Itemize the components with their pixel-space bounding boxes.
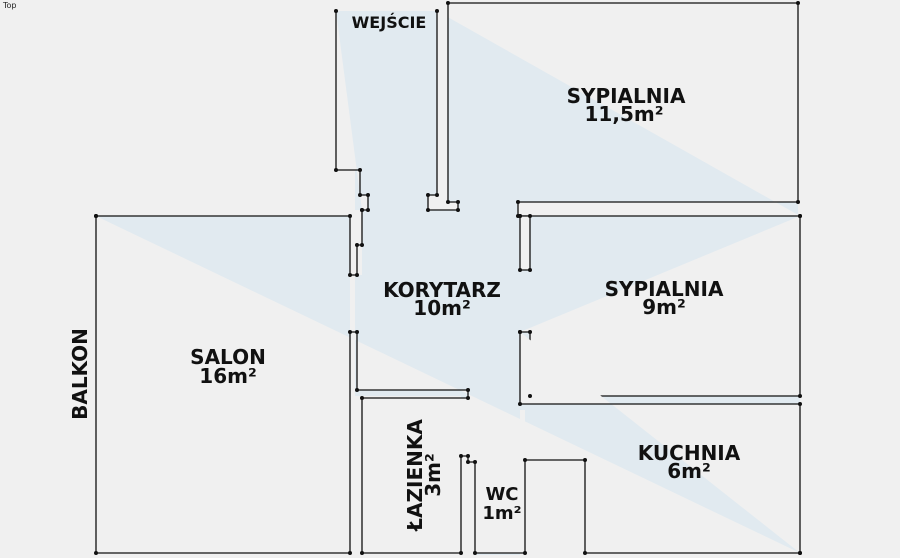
wall-vertex [456, 208, 460, 212]
wall-vertex [348, 273, 352, 277]
wall-vertex [355, 388, 359, 392]
wall-vertex [456, 200, 460, 204]
wall-vertex [523, 551, 527, 555]
wall-vertex [583, 551, 587, 555]
wall-vertex [426, 193, 430, 197]
label-korytarz: KORYTARZ [383, 278, 501, 302]
wall-vertex [473, 460, 477, 464]
room-korytarz[interactable] [336, 11, 800, 555]
wall-vertex [435, 9, 439, 13]
wall-vertex [446, 200, 450, 204]
area-kuchnia: 6m² [667, 459, 711, 483]
label-balkon: BALKON [68, 328, 92, 420]
wall-vertex [355, 243, 359, 247]
wall-vertex [348, 214, 352, 218]
area-sypialnia-1: 11,5m² [585, 102, 664, 126]
wall-vertex [583, 458, 587, 462]
label-salon: SALON [190, 345, 266, 369]
wall-vertex [518, 214, 522, 218]
label-kuchnia: KUCHNIA [638, 441, 741, 465]
area-salon: 16m² [199, 364, 256, 388]
wall-vertex [466, 454, 470, 458]
wall-vertex [528, 394, 532, 398]
wall-vertex [94, 551, 98, 555]
wall-vertex [798, 394, 802, 398]
wall-vertex [798, 214, 802, 218]
wall-vertex [459, 551, 463, 555]
label-wc: WC [485, 484, 518, 505]
wall-vertex [334, 168, 338, 172]
wall-vertex [459, 454, 463, 458]
wall-vertex [528, 268, 532, 272]
wall-vertex [366, 193, 370, 197]
wall-vertex [360, 551, 364, 555]
wall-vertex [360, 243, 364, 247]
area-wc: 1m² [482, 503, 521, 524]
wall-vertex [796, 1, 800, 5]
label-sypialnia-2: SYPIALNIA [605, 277, 724, 301]
wall-vertex [348, 551, 352, 555]
wall-vertex [355, 330, 359, 334]
wall-vertex [473, 551, 477, 555]
wall-vertex [435, 193, 439, 197]
wall-vertex [360, 208, 364, 212]
wall-vertex [798, 551, 802, 555]
wall-vertex [523, 458, 527, 462]
wall-vertex [334, 9, 338, 13]
wall-vertex [798, 402, 802, 406]
wall-vertex [528, 214, 532, 218]
wall-vertices [94, 1, 802, 555]
wall-vertex [348, 330, 352, 334]
label-wejscie: WEJŚCIE [352, 13, 427, 32]
wall-vertex [426, 208, 430, 212]
wall-vertex [466, 460, 470, 464]
wall-vertex [358, 168, 362, 172]
area-sypialnia-2: 9m² [642, 295, 686, 319]
walls [95, 2, 801, 554]
viewport-label: Top [3, 1, 17, 10]
wall-vertex [358, 193, 362, 197]
area-korytarz: 10m² [413, 296, 470, 320]
wall-vertex [528, 330, 532, 334]
wall-vertex [360, 396, 364, 400]
wall-vertex [466, 388, 470, 392]
label-sypialnia-1: SYPIALNIA [567, 84, 686, 108]
wall-vertex [366, 208, 370, 212]
area-lazienka: 3m² [421, 453, 445, 497]
wall-vertex [518, 330, 522, 334]
wall-vertex [516, 200, 520, 204]
room-labels: WEJŚCIE SYPIALNIA 11,5m² SYPIALNIA 9m² K… [68, 13, 741, 532]
wall-vertex [466, 396, 470, 400]
label-lazienka: ŁAZIENKA [403, 419, 427, 532]
wall-vertex [94, 214, 98, 218]
wall-vertex [518, 402, 522, 406]
wall-vertex [518, 268, 522, 272]
wall-vertex [446, 1, 450, 5]
wall-vertex [355, 273, 359, 277]
wall-vertex [796, 200, 800, 204]
